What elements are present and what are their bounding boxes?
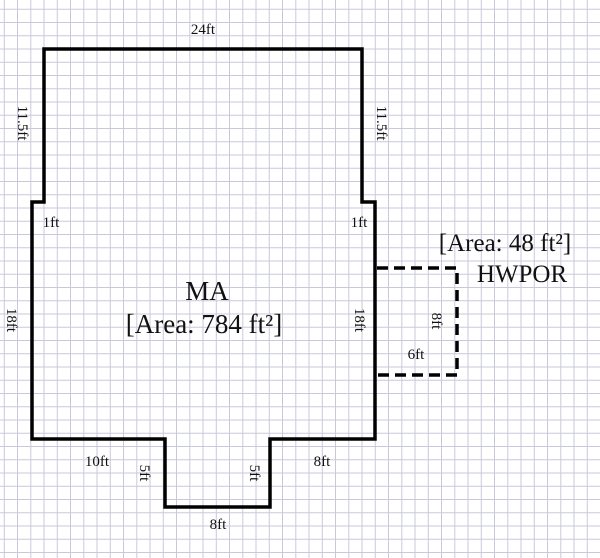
dim-top: 24ft [191,22,216,38]
dim-left-upper: 11.5ft [14,106,30,142]
porch-area: [Area: 48 ft²] [439,230,571,257]
dim-right-upper: 11.5ft [373,106,389,142]
porch-outline[interactable] [377,266,459,377]
dim-right-step: 1ft [351,215,368,231]
dim-left-lower: 18ft [3,308,19,333]
dim-notch-bottom: 8ft [210,517,227,533]
dim-left-step: 1ft [43,215,60,231]
dim-porch-bottom: 6ft [408,347,425,363]
dim-bottom-left: 10ft [85,454,110,470]
main-area-outline[interactable] [30,47,377,509]
porch-name: HWPOR [477,261,568,288]
dim-notch-right: 5ft [246,465,262,482]
dim-notch-left: 5ft [136,465,152,482]
dim-right-lower: 18ft [351,308,367,333]
main-area-name: MA [185,276,229,306]
dim-porch-side: 8ft [428,313,444,330]
dim-bottom-right: 8ft [314,454,331,470]
main-area-area: [Area: 784 ft²] [126,309,283,339]
